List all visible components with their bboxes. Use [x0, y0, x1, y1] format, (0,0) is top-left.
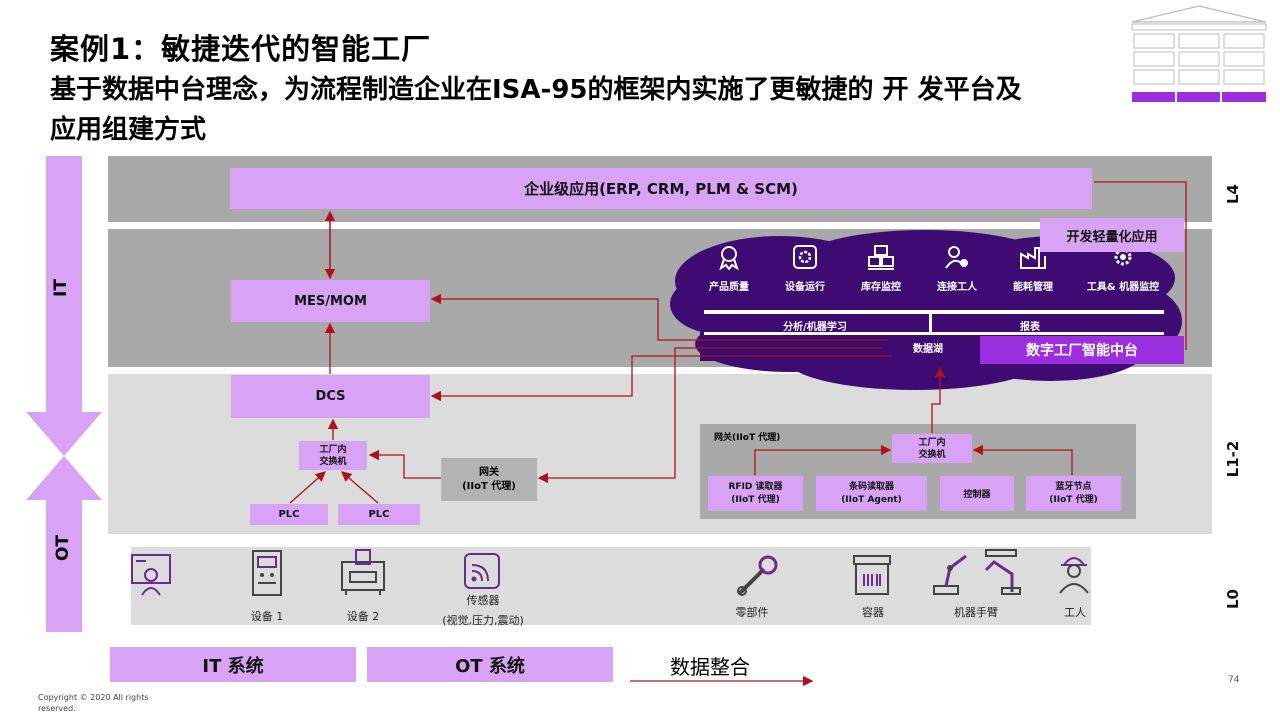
dcs-box: DCS — [231, 375, 430, 418]
l0-label-sensor: 传感器 — [466, 594, 500, 607]
case-title: 案例1：敏捷迭代的智能工厂 — [50, 32, 432, 66]
worker-icon — [1056, 551, 1092, 595]
plc-box-1: PLC — [250, 504, 328, 525]
app-label-equipment: 设备运行 — [785, 282, 825, 293]
l0-sublabel-sensor: (视觉,压力,震动) — [442, 614, 524, 627]
operator-screen-icon — [130, 553, 174, 597]
analytics-label: 分析/机器学习 — [783, 322, 847, 333]
quality-badge-icon: 产品质量 — [700, 244, 758, 296]
machine-panel-icon — [245, 549, 289, 597]
copyright-text: Copyright © 2020 All rights reserved. — [38, 693, 149, 713]
inventory-icon: 库存监控 — [852, 244, 910, 296]
rfid-reader-box: RFID 读取器 (IIoT 代理) — [708, 476, 803, 511]
digital-factory-hub-box: 数字工厂智能中台 — [980, 336, 1184, 364]
legend-ot-system: OT 系统 — [367, 647, 613, 682]
l0-label-device1: 设备 1 — [250, 610, 284, 623]
lightweight-apps-box: 开发轻量化应用 — [1040, 218, 1184, 252]
app-label-energy: 能耗管理 — [1013, 282, 1053, 293]
container-icon — [852, 554, 892, 596]
l0-label-container: 容器 — [862, 606, 884, 619]
reports-label: 报表 — [1020, 322, 1040, 333]
app-label-connect-worker: 连接工人 — [937, 282, 977, 293]
plant-switch-left: 工厂内 交换机 — [299, 441, 367, 470]
iot-group-label: 网关(IIoT 代理) — [714, 433, 781, 443]
gateway-box: 网关 (IIoT 代理) — [441, 458, 537, 501]
controller-box: 控制器 — [940, 476, 1014, 511]
factory-icon: 能耗管理 — [1004, 244, 1062, 296]
legend-data-integration: 数据整合 — [670, 655, 750, 679]
plc-box-2: PLC — [338, 504, 420, 525]
legend-it-system: IT 系统 — [110, 647, 356, 682]
gear-icon: 设备运行 — [776, 244, 834, 296]
page-number: 74 — [1228, 675, 1240, 685]
robot-arm-icon — [928, 548, 1024, 596]
cnc-machine-icon — [338, 548, 388, 596]
app-label-inventory: 库存监控 — [861, 282, 901, 293]
app-label-tool-machine: 工具& 机器监控 — [1086, 282, 1160, 293]
l0-label-device2: 设备 2 — [346, 610, 380, 623]
app-label-quality: 产品质量 — [709, 282, 749, 293]
l0-device-strip — [131, 547, 1091, 625]
it-ot-arrows — [26, 156, 102, 632]
worker-gear-icon: 连接工人 — [928, 244, 986, 296]
datalake-label: 数据湖 — [913, 344, 943, 355]
building-logo — [1131, 5, 1267, 102]
bluetooth-node-box: 蓝牙节点 (IIoT 代理) — [1026, 476, 1121, 511]
cloud-app-row: 产品质量 设备运行 库存监控 连接工人 能耗管理 工具& 机器监控 — [700, 244, 1166, 296]
l0-label-robot-arm: 机器手臂 — [954, 606, 998, 619]
sensor-icon — [462, 551, 504, 591]
enterprise-apps-box: 企业级应用(ERP, CRM, PLM & SCM) — [230, 168, 1092, 209]
engine-part-icon — [734, 553, 780, 599]
plant-switch-right: 工厂内 交换机 — [892, 434, 972, 463]
case-subtitle: 基于数据中台理念，为流程制造企业在ISA-95的框架内实施了更敏捷的 开 发平台… — [50, 75, 1022, 145]
l0-label-part: 零部件 — [735, 606, 769, 619]
barcode-reader-box: 条码读取器 (IIoT Agent) — [816, 476, 927, 511]
mes-mom-box: MES/MOM — [231, 280, 430, 322]
l0-label-worker: 工人 — [1064, 606, 1086, 619]
